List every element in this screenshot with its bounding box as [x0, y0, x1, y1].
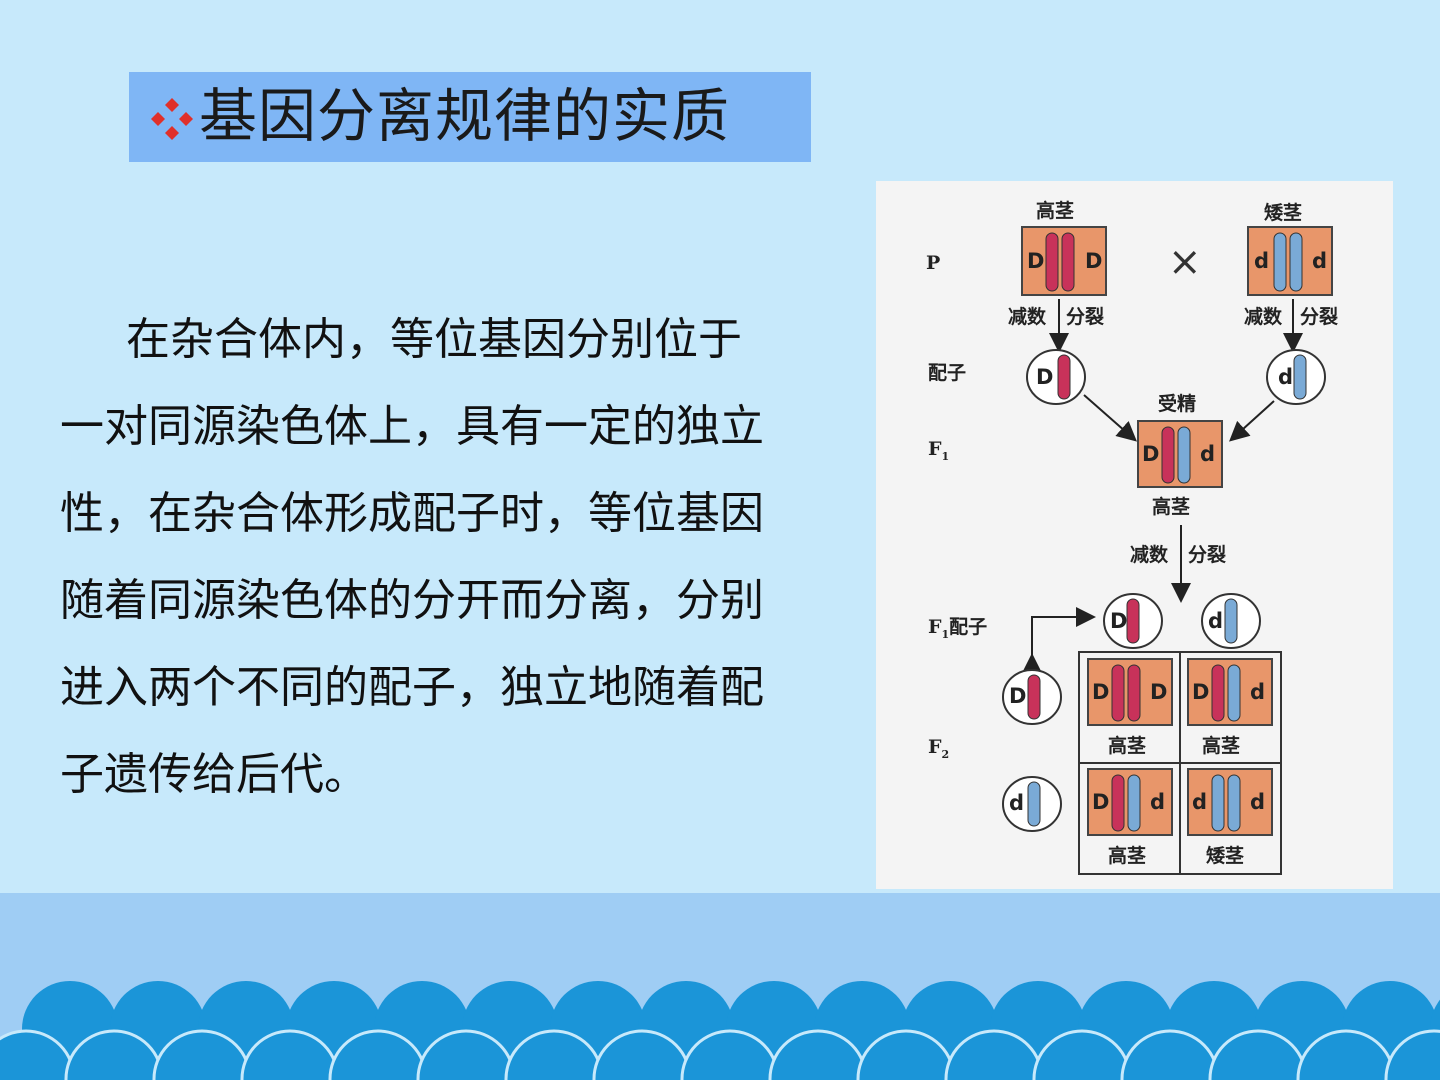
phenotype-label: 矮茎	[1205, 844, 1244, 867]
parent-left-label: 高茎	[1036, 199, 1074, 222]
body-line: 随着同源染色体的分开而分离，分别	[60, 575, 764, 626]
fertilization-label: 受精	[1158, 392, 1196, 415]
f2-cell-dd-short: d d 矮茎	[1187, 768, 1273, 867]
gamete-right: d	[1266, 349, 1326, 405]
meiosis-right-b: 分裂	[1300, 306, 1338, 328]
gene-label: d	[1250, 790, 1265, 814]
body-line: 一对同源染色体上，具有一定的独立	[60, 401, 764, 452]
wave-scallop	[1384, 1029, 1440, 1080]
wave-decoration	[0, 981, 1440, 1080]
gene-label: d	[1254, 249, 1269, 273]
f2-cell-dd-tall-2: D d 高茎	[1187, 658, 1273, 757]
phenotype-label: 高茎	[1202, 734, 1240, 757]
gene-label: D	[1142, 442, 1159, 466]
parent-left-cell: D D	[1021, 226, 1107, 296]
f1-gamete-d-upper: D	[1103, 593, 1163, 649]
meiosis-f1-a: 减数	[1130, 543, 1169, 566]
body-paragraph: 在杂合体内，等位基因分别位于 一对同源染色体上，具有一定的独立 性，在杂合体形成…	[60, 296, 850, 818]
f2-cell-dd-tall-3: D d 高茎	[1087, 768, 1173, 867]
body-line: 在杂合体内，等位基因分别位于	[126, 314, 742, 365]
meiosis-right-a: 减数	[1244, 305, 1283, 328]
gene-label: D	[1150, 680, 1167, 704]
body-line: 子遗传给后代。	[60, 749, 368, 800]
row-label-p: P	[926, 252, 940, 274]
diamond-bullet-icon	[151, 98, 193, 140]
body-line: 性，在杂合体形成配子时，等位基因	[60, 488, 764, 539]
gene-label: d	[1150, 790, 1165, 814]
gene-label: d	[1250, 680, 1265, 704]
phenotype-label: 高茎	[1108, 734, 1146, 757]
gene-label: D	[1027, 249, 1044, 273]
gene-label: D	[1085, 249, 1102, 273]
body-line: 进入两个不同的配子，独立地随着配	[60, 662, 764, 713]
diagram-svg: P 配子 F1 F1配子 F2 高茎 矮茎 D D × d d 减数 分裂 减数	[926, 199, 1338, 875]
title-bar: 基因分离规律的实质	[129, 72, 811, 162]
row-label-f1-gamete: F1配子	[928, 616, 987, 641]
gene-label: D	[1009, 684, 1026, 708]
gene-label: d	[1009, 791, 1024, 815]
gene-label: D	[1092, 790, 1109, 814]
gene-label: D	[1092, 680, 1109, 704]
gene-label: d	[1192, 790, 1207, 814]
gene-label: D	[1192, 680, 1209, 704]
parent-right-cell: d d	[1247, 226, 1333, 296]
row-label-f1: F1	[928, 438, 949, 463]
f1-gamete-d-lower: d	[1201, 593, 1261, 649]
gene-label: d	[1200, 442, 1215, 466]
row-label-gamete: 配子	[928, 362, 966, 384]
meiosis-left-a: 减数	[1008, 305, 1047, 328]
gene-label: D	[1110, 609, 1127, 633]
f2-row-gamete-lower: d	[1002, 776, 1062, 832]
gene-label: d	[1208, 609, 1223, 633]
meiosis-left-b: 分裂	[1066, 306, 1104, 328]
phenotype-label: 高茎	[1108, 844, 1146, 867]
meiosis-f1-b: 分裂	[1188, 544, 1226, 566]
f2-row-gamete-upper: D	[1002, 669, 1062, 725]
gene-label: d	[1278, 365, 1293, 389]
f1-cell: D d	[1137, 420, 1223, 488]
cross-symbol: ×	[1168, 239, 1202, 285]
f1-label: 高茎	[1152, 495, 1190, 518]
page-title: 基因分离规律的实质	[199, 82, 731, 150]
row-label-f2: F2	[928, 736, 949, 761]
parent-right-label: 矮茎	[1263, 201, 1302, 224]
f2-cell-dd-tall: D D 高茎	[1087, 658, 1173, 757]
gene-label: D	[1036, 365, 1053, 389]
segregation-diagram: P 配子 F1 F1配子 F2 高茎 矮茎 D D × d d 减数 分裂 减数	[876, 181, 1393, 889]
gamete-left: D	[1026, 349, 1086, 405]
gene-label: d	[1312, 249, 1327, 273]
